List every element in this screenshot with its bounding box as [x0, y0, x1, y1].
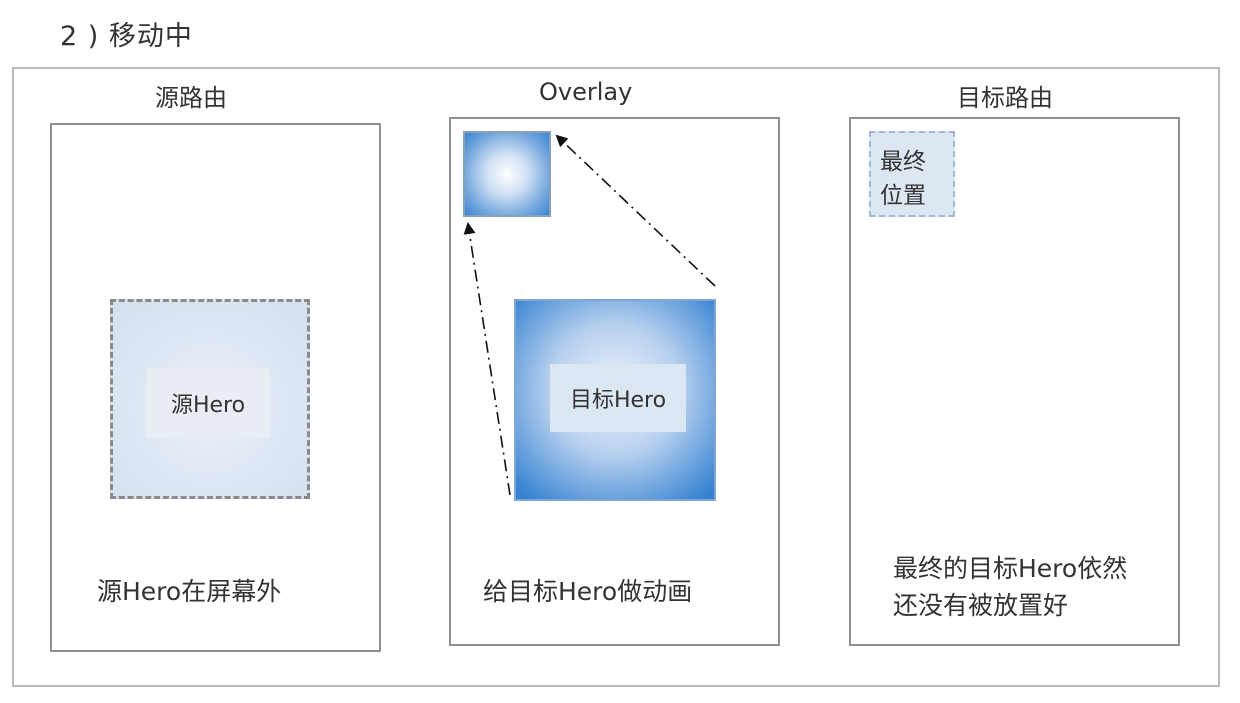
source-hero-label: 源Hero [146, 368, 270, 438]
destination-route-title: 目标路由 [957, 84, 1053, 112]
right-arrow-line [555, 134, 716, 287]
destination-caption-line1: 最终的目标Hero依然 [893, 554, 1128, 583]
animating-hero-small [463, 131, 551, 217]
destination-route-caption: 最终的目标Hero依然 还没有被放置好 [893, 550, 1127, 624]
destination-caption-line2: 还没有被放置好 [893, 591, 1069, 620]
diagram-frame [12, 67, 1220, 687]
source-route-caption: 源Hero在屏幕外 [97, 577, 282, 606]
source-route-title: 源路由 [155, 84, 227, 112]
target-hero-label: 目标Hero [550, 364, 686, 432]
overlay-caption: 给目标Hero做动画 [483, 577, 693, 606]
overlay-title: Overlay [539, 78, 633, 106]
left-arrow-line [463, 222, 511, 496]
final-position-box: 最终 位置 [869, 131, 955, 217]
final-position-label-line2: 位置 [880, 183, 926, 209]
source-hero-box: 源Hero [110, 299, 310, 499]
target-hero-box: 目标Hero [514, 299, 716, 501]
diagram-heading: 2 ) 移动中 [60, 21, 193, 52]
final-position-label-line1: 最终 [880, 149, 926, 175]
